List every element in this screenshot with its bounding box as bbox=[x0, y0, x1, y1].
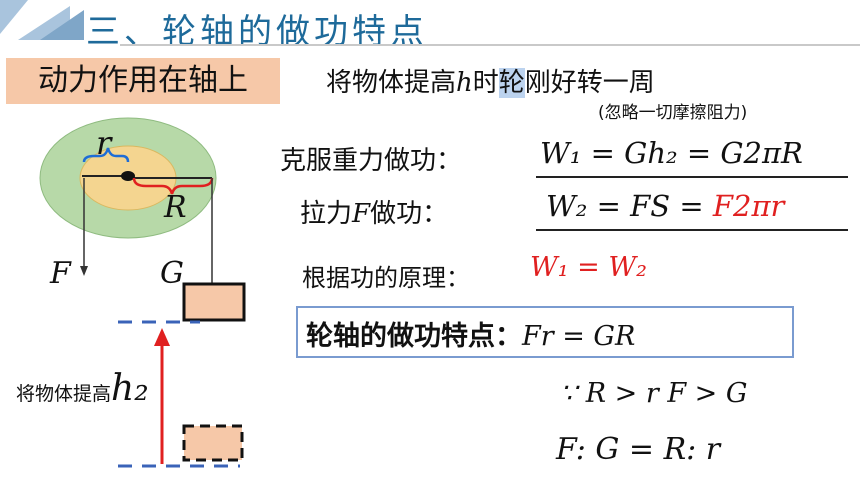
R-brace bbox=[132, 177, 214, 195]
feature-box bbox=[296, 306, 794, 358]
feature-equation: Fr = GR bbox=[522, 321, 636, 352]
lift-var-h: h bbox=[456, 68, 473, 98]
lift-label: 将物体提高h₂ bbox=[16, 368, 149, 409]
label-R: R bbox=[164, 190, 187, 225]
block-bottom bbox=[182, 424, 244, 462]
equation-underline-2 bbox=[536, 229, 848, 231]
title-divider bbox=[120, 44, 860, 46]
gravity-work-equation: W₁ = Gh₂ = G2πR bbox=[540, 136, 803, 170]
topic-badge: 动力作用在轴上 bbox=[6, 58, 280, 104]
lift-mid: 时 bbox=[472, 68, 499, 98]
pull-eq-black: W₂ = FS = bbox=[546, 189, 713, 223]
label-G: G bbox=[160, 256, 184, 291]
pull-label-suffix: 做功： bbox=[370, 199, 449, 229]
header-decoration bbox=[0, 0, 84, 40]
pull-work-label: 拉力F做功： bbox=[300, 193, 448, 230]
label-F: F bbox=[50, 256, 71, 291]
feature-row: 轮轴的做功特点：Fr = GR bbox=[306, 314, 635, 353]
label-r: r bbox=[96, 124, 112, 162]
lift-statement: 将物体提高h时轮刚好转一周 bbox=[326, 62, 655, 99]
lift-arrow-head-icon bbox=[154, 328, 170, 346]
ratio: F: G = R: r bbox=[556, 432, 721, 467]
lift-suffix: 刚好转一周 bbox=[524, 68, 655, 98]
pull-label-var: F bbox=[352, 199, 371, 229]
lift-label-text: 将物体提高 bbox=[16, 383, 112, 405]
block-top bbox=[182, 282, 246, 322]
friction-note: (忽略一切摩擦阻力) bbox=[598, 103, 748, 123]
gravity-work-label: 克服重力做功： bbox=[280, 146, 463, 176]
pull-work-equation: W₂ = FS = F2πr bbox=[546, 189, 784, 223]
pull-eq-red: F2πr bbox=[712, 189, 785, 223]
principle-equation: W₁ = W₂ bbox=[530, 252, 647, 283]
lift-prefix: 将物体提高 bbox=[326, 68, 457, 98]
wheel-axle-diagram bbox=[39, 117, 246, 468]
lift-label-var: h₂ bbox=[111, 368, 149, 409]
feature-label: 轮轴的做功特点： bbox=[306, 321, 522, 352]
center-pivot bbox=[121, 171, 135, 181]
comparison: ∵ R > r F > G bbox=[560, 378, 748, 409]
pull-label-prefix: 拉力 bbox=[300, 199, 353, 229]
r-brace bbox=[82, 147, 130, 163]
equation-underline-1 bbox=[536, 176, 848, 178]
arrow-F-icon bbox=[80, 266, 88, 276]
highlight-wheel: 轮 bbox=[498, 68, 525, 98]
principle-label: 根据功的原理： bbox=[302, 264, 470, 292]
